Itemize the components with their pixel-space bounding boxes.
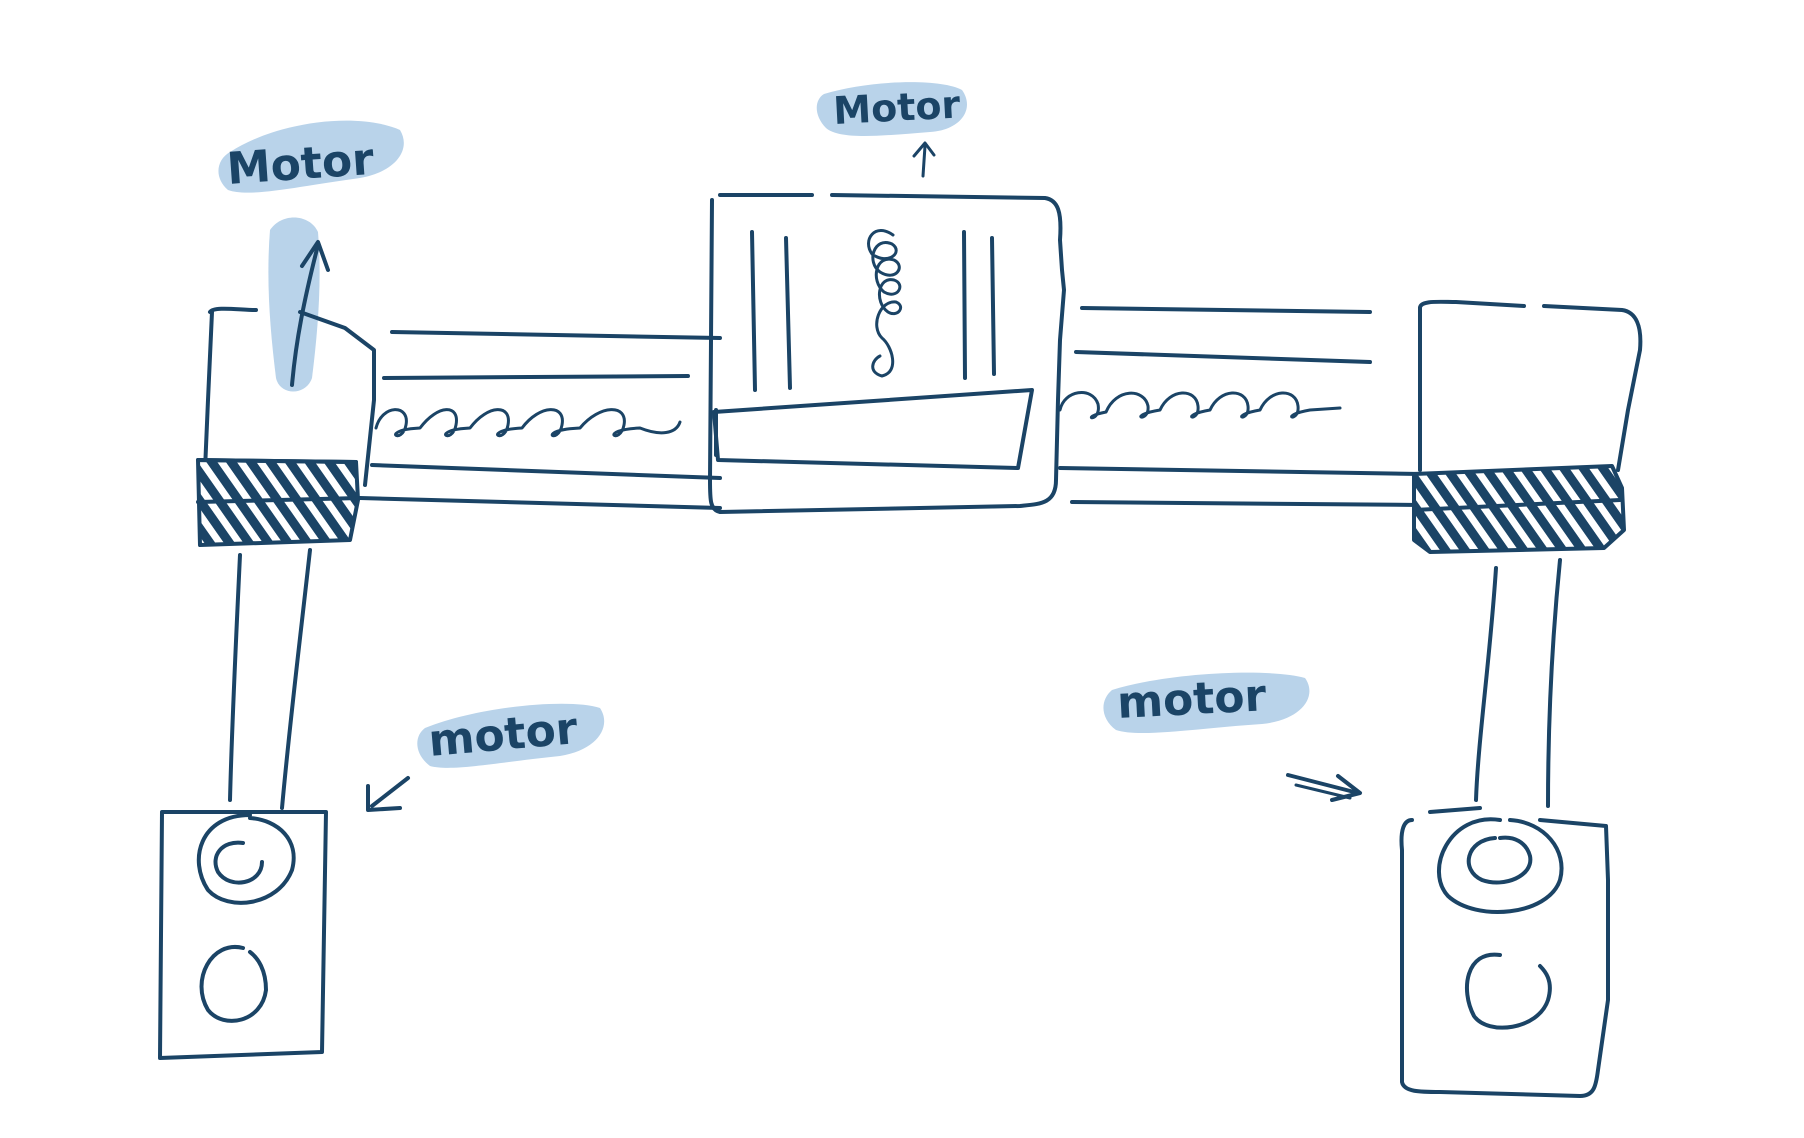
right-hatched-collar xyxy=(1412,464,1626,554)
arrow-bottom-left xyxy=(366,776,410,812)
label-motor-bottom-left: motor xyxy=(427,703,580,767)
right-leg xyxy=(1474,558,1562,808)
label-motor-top-left: Motor xyxy=(225,134,375,195)
left-motor-box xyxy=(158,810,328,1060)
label-motor-top-center: Motor xyxy=(832,82,961,133)
left-hatched-collar xyxy=(196,458,362,547)
left-column-block xyxy=(203,306,376,487)
center-carriage xyxy=(708,193,1066,514)
arrow-top-left xyxy=(290,240,330,387)
right-rail xyxy=(1058,306,1422,507)
left-leg xyxy=(228,548,312,810)
right-motor-box xyxy=(1399,806,1610,1098)
arrow-bottom-right xyxy=(1286,773,1362,802)
right-column-block xyxy=(1418,299,1643,472)
label-motor-bottom-right: motor xyxy=(1116,670,1268,729)
left-rail xyxy=(358,330,722,510)
label-highlights xyxy=(218,82,1310,768)
arrow-top-center xyxy=(912,141,936,178)
